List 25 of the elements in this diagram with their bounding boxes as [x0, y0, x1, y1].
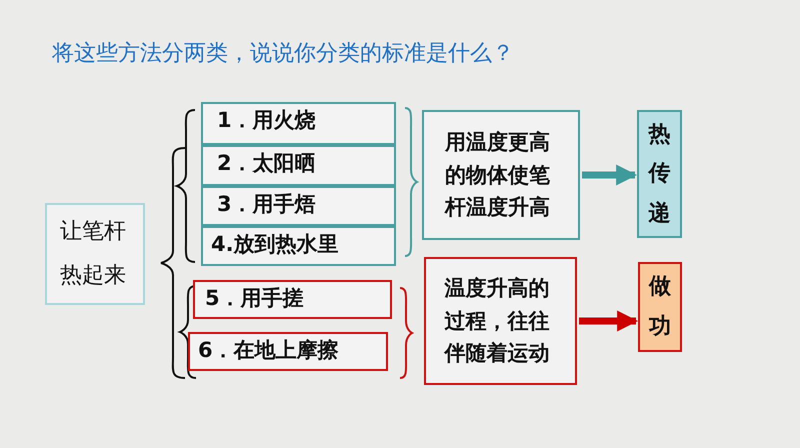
node-text: 让笔杆热起来 — [60, 218, 127, 290]
method-box — [201, 226, 396, 266]
category-box — [637, 110, 682, 238]
node-text: 6．在地上摩擦 — [198, 337, 339, 364]
question-title: 将这些方法分两类，说说你分类的标准是什么？ — [52, 40, 514, 68]
arrow — [579, 310, 638, 332]
method-box — [188, 332, 388, 371]
topic-box — [45, 203, 145, 305]
method-box — [201, 145, 396, 186]
category-label: 热传递 — [648, 120, 670, 228]
method-box — [193, 280, 392, 319]
node-text: 4.放到热水里 — [211, 231, 339, 258]
node-text: 1．用火烧 — [217, 107, 316, 134]
node-text: 温度升高的过程，往往伴随着运动 — [444, 275, 550, 368]
node-text: 5．用手搓 — [205, 285, 304, 312]
explanation-box — [422, 110, 580, 240]
category-label: 做功 — [649, 273, 671, 341]
explanation-box — [424, 257, 577, 385]
method-box — [201, 102, 396, 145]
category-box — [638, 262, 682, 352]
method-box — [201, 186, 396, 226]
arrow — [582, 164, 638, 186]
node-text: 2．太阳晒 — [217, 150, 316, 177]
node-text: 3．用手焐 — [217, 191, 316, 218]
node-text: 用温度更高的物体使笔杆温度升高 — [445, 129, 551, 222]
